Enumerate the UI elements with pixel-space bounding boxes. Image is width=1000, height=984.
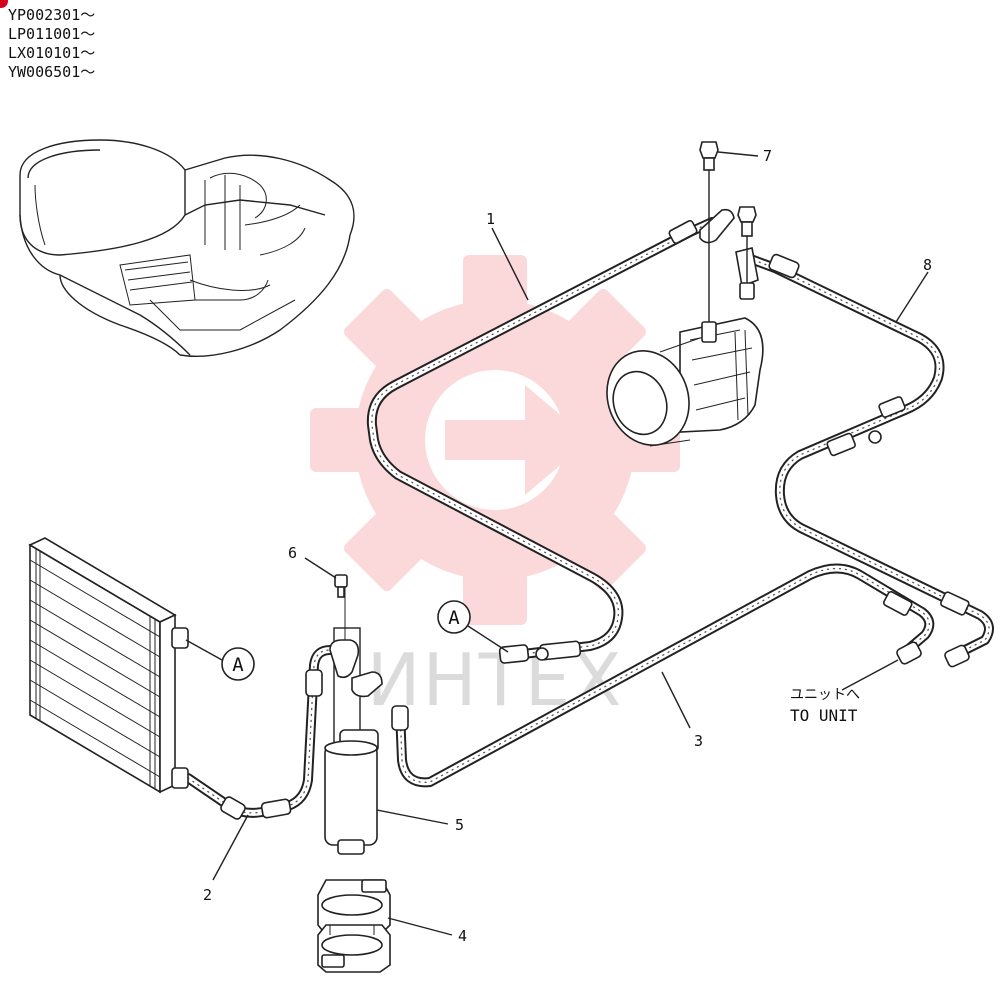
callout-1: 1 [486, 210, 529, 301]
pipe-1 [366, 217, 717, 660]
to-unit-japanese: ユニットへ [790, 687, 860, 703]
pipe-8-fittings [735, 247, 970, 668]
bracket-part-4 [317, 879, 391, 973]
callout-8: 8 [895, 256, 932, 323]
pipe-8 [743, 253, 994, 660]
reference-marker-pipe: A [437, 600, 509, 653]
pipe-2-fittings [220, 669, 323, 820]
receiver-drier [324, 585, 383, 855]
serial-number: LP011001～ [8, 25, 96, 43]
part-label-5: 5 [455, 816, 464, 834]
part-label-1: 1 [486, 210, 495, 228]
to-unit-english: TO UNIT [790, 706, 858, 725]
serial-number-list: YP002301～ LP011001～ LX010101～ YW006501～ [8, 6, 95, 82]
serial-number: YP002301～ [8, 6, 96, 24]
serial-number: YW006501～ [8, 63, 96, 81]
reference-marker-letter: A [232, 654, 244, 676]
machine-overview [19, 139, 355, 357]
callout-6: 6 [288, 544, 337, 579]
callout-4: 4 [387, 917, 467, 945]
compressor [606, 170, 764, 447]
condenser [28, 537, 189, 794]
part-label-6: 6 [288, 544, 297, 562]
callout-7: 7 [717, 147, 772, 165]
callout-2: 2 [203, 814, 249, 904]
callout-3: 3 [661, 671, 703, 750]
serial-number: LX010101～ [8, 44, 96, 62]
callout-5: 5 [376, 809, 464, 834]
part-label-4: 4 [458, 927, 467, 945]
part-label-7: 7 [763, 147, 772, 165]
part-label-2: 2 [203, 886, 212, 904]
pipe-3-fittings [391, 590, 922, 731]
reference-marker-condenser: A [185, 639, 255, 681]
bolt-part-7 [699, 141, 719, 171]
reference-marker-letter: A [448, 607, 460, 629]
watermark-logo [310, 255, 680, 625]
corner-marker [0, 0, 8, 8]
part-label-8: 8 [923, 256, 932, 274]
pipe-3 [395, 563, 935, 788]
sensor-part-6 [334, 574, 348, 598]
to-unit-note: ユニットへ TO UNIT [790, 659, 899, 725]
bolt-upper-right [737, 206, 757, 237]
part-label-3: 3 [694, 732, 703, 750]
